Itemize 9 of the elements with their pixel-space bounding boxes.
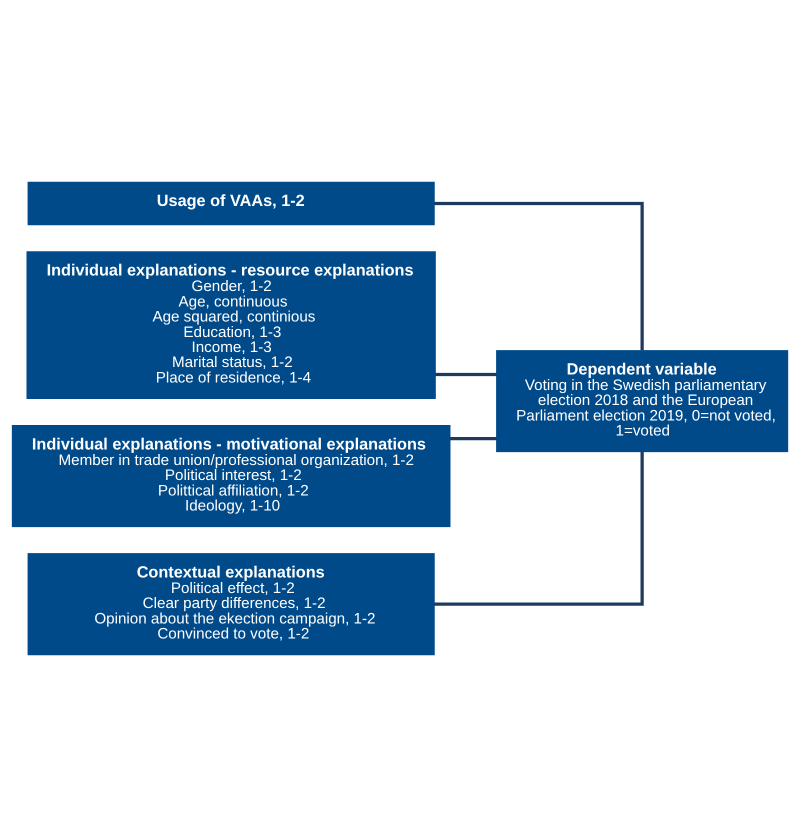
node-box: Individual explanations - resource explanations Gender, 1-2 Age, continuous Age squared, continious Education, 1-3 Income, 1-3 Marital status, 1-2 Place of residence, 1-4 xyxy=(26,251,436,399)
connector xyxy=(450,436,497,440)
node-box: Usage of VAAs, 1-2 xyxy=(28,182,435,226)
node-box: Dependent variable Voting in the Swedish parliamentary election 2018 and the European Parliament election 2019, 0=not voted, 1=voted xyxy=(496,350,788,452)
node-box: Individual explanations - motivational explanations Member in trade union/professional organization, 1-2 Political interest, 1-2 Polittical affiliation, 1-2 Ideology, 1-10 xyxy=(12,425,450,528)
connector xyxy=(434,452,644,606)
node-box: Contextual explanations Political effect, 1-2 Clear party differences, 1-2 Opinion about the ekection campaign, 1-2 Convinced to vote, 1-2 xyxy=(28,553,435,656)
connector xyxy=(434,202,644,350)
connector xyxy=(435,372,497,376)
